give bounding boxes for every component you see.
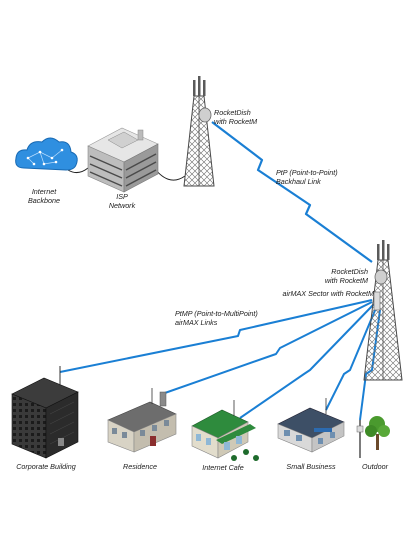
internet-backbone-label-line1: Internet: [31, 187, 57, 196]
ptp-link-label-line1: PtP (Point-to-Point): [276, 168, 338, 177]
residence-label: Residence: [123, 462, 157, 471]
ptp-link-bolt: [211, 121, 373, 263]
ptmp-link-cafe: [239, 303, 375, 419]
internet-backbone-label-line2: Backbone: [28, 196, 60, 205]
rocketdish-top-label: RocketDish with RocketM: [214, 108, 257, 126]
isp-network-label: ISP Network: [109, 192, 135, 210]
cable-backbone-isp: [67, 167, 89, 174]
rocketdish-right-label: RocketDish with RocketM: [325, 267, 368, 285]
isp-network-label-line2: Network: [108, 201, 136, 210]
ptmp-links-label-line2: airMAX Links: [175, 318, 218, 327]
internet-cafe-icon: [191, 400, 259, 461]
small-business-icon: [277, 398, 345, 453]
ptmp-link-corporate: [59, 299, 373, 373]
rocketdish-top-label-line2: with RocketM: [214, 117, 258, 126]
cloud-icon: [15, 137, 78, 171]
ptmp-links: [59, 299, 381, 421]
corporate-building-label: Corporate Building: [16, 462, 76, 471]
ptmp-link-business: [325, 307, 377, 411]
rocketdish-right-label-line1: RocketDish: [331, 267, 368, 276]
residence-icon: [107, 388, 177, 453]
ptp-link-label: PtP (Point-to-Point) Backhaul Link: [276, 168, 338, 186]
right-tower-icon: [363, 240, 403, 381]
rocketdish-top-label-line1: RocketDish: [214, 108, 251, 117]
top-tower-icon: [183, 76, 215, 187]
outdoor-icon: [356, 416, 390, 458]
internet-backbone-label: Internet Backbone: [28, 187, 60, 205]
corporate-building-icon: [11, 366, 79, 459]
airmax-sector-label: airMAX Sector with RocketM: [282, 289, 374, 298]
ptmp-links-label: PtMP (Point-to-MultiPoint) airMAX Links: [175, 309, 258, 327]
ptmp-link-residence: [161, 301, 373, 395]
small-business-label: Small Business: [286, 462, 336, 471]
outdoor-label: Outdoor: [362, 462, 388, 471]
isp-building-icon: [87, 127, 159, 193]
ptp-link-label-line2: Backhaul Link: [276, 177, 321, 186]
isp-network-label-line1: ISP: [116, 192, 128, 201]
rocketdish-right-label-line2: with RocketM: [324, 276, 368, 285]
ptmp-links-label-line1: PtMP (Point-to-MultiPoint): [175, 309, 258, 318]
internet-cafe-label: Internet Cafe: [202, 463, 244, 472]
